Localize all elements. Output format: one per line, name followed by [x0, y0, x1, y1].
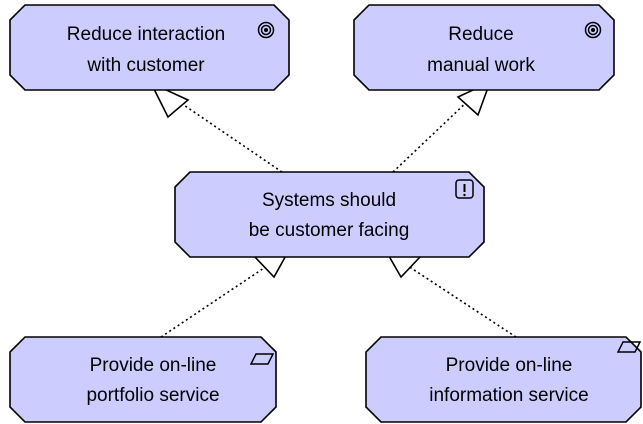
- node-label-line1: Provide on-line: [446, 355, 573, 376]
- realization-principle-to-goal-manual[interactable]: [392, 80, 492, 173]
- realization-arrowhead: [149, 81, 190, 119]
- realization-information-to-principle[interactable]: [380, 242, 517, 338]
- node-label-line1: Provide on-line: [90, 355, 217, 376]
- goal-node-reduce-interaction[interactable]: Reduce interaction with customer: [9, 4, 290, 91]
- goal-target-icon: [584, 21, 602, 39]
- requirement-parallelogram-icon: [616, 341, 642, 353]
- requirement-node-portfolio[interactable]: Provide on-line portfolio service: [9, 336, 277, 423]
- principle-node-customer-facing[interactable]: Systems should be customer facing: [174, 171, 485, 258]
- goal-target-icon: [257, 21, 275, 39]
- node-label-line2: with customer: [86, 55, 205, 76]
- node-label-line2: be customer facing: [249, 220, 410, 241]
- node-label-line1: Reduce: [448, 24, 514, 45]
- node-label-line1: Systems should: [262, 190, 396, 211]
- node-label-line2: manual work: [427, 55, 535, 76]
- node-label-line1: Reduce interaction: [67, 24, 225, 45]
- principle-exclamation-icon: [455, 179, 474, 199]
- requirement-node-information[interactable]: Provide on-line information service: [365, 336, 642, 423]
- requirement-parallelogram-icon: [249, 353, 275, 365]
- node-label-line2: information service: [429, 385, 588, 406]
- realization-principle-to-goal-interaction[interactable]: [149, 81, 283, 173]
- goal-node-reduce-manual[interactable]: Reduce manual work: [353, 4, 615, 91]
- node-label-line2: portfolio service: [86, 385, 219, 406]
